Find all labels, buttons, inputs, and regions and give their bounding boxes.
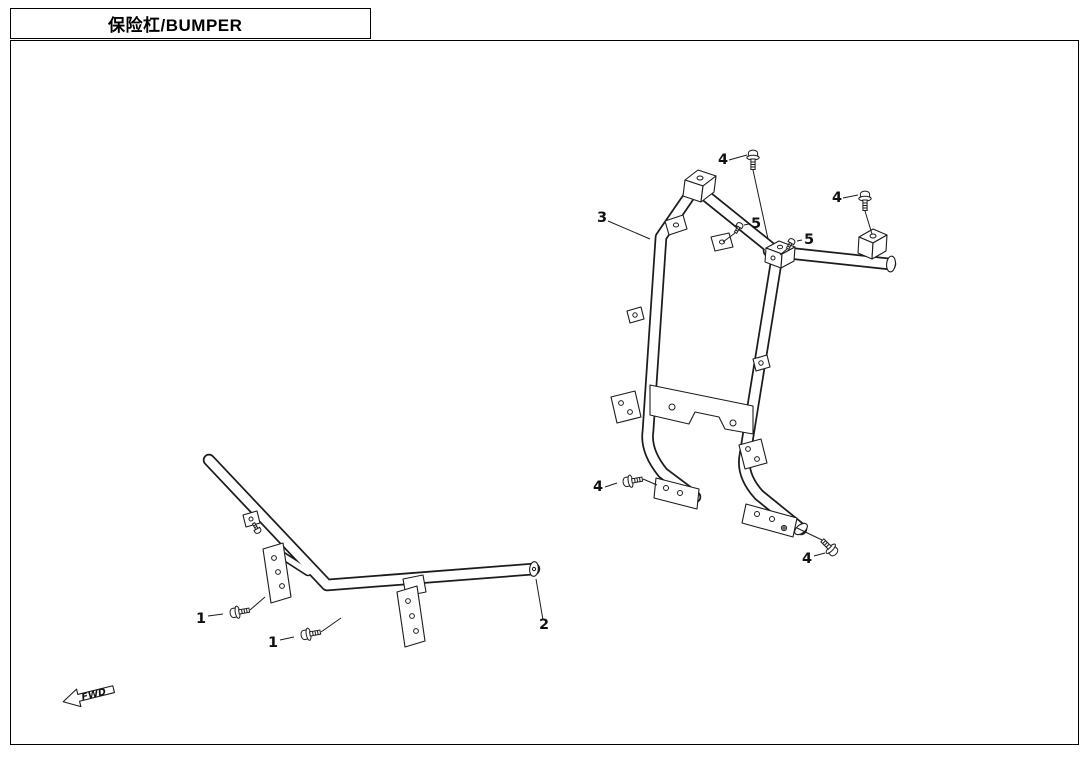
right-mount-plate (396, 574, 427, 648)
top-bracket (682, 169, 717, 203)
left-mount-bracket (610, 390, 642, 424)
fasteners (228, 149, 873, 643)
cross-plate (649, 384, 754, 435)
tube-end-cap (885, 255, 897, 273)
flange-bolt-icon (858, 190, 872, 211)
callout-1-right: 1 (268, 635, 278, 651)
foot-plate (653, 477, 700, 510)
callout-4-left-bottom: 4 (593, 479, 603, 495)
diagram-frame: 4 4 3 5 5 4 4 1 1 2 (10, 40, 1079, 745)
fwd-arrow-icon (62, 685, 116, 708)
page-title: 保险杠/BUMPER (108, 16, 243, 35)
bottom-bracket (741, 503, 798, 538)
corner-bracket (764, 240, 796, 269)
front-bumper-tube (202, 453, 541, 648)
left-mount-plate (262, 542, 292, 604)
tube-bracket (664, 214, 688, 236)
fwd-label: FWD (80, 687, 107, 704)
mount-tab (626, 306, 645, 324)
flange-bolt-icon (621, 472, 644, 490)
callout-5-right: 5 (804, 232, 814, 248)
rail-plate (710, 232, 734, 252)
fwd-arrow: FWD (62, 685, 116, 708)
mount-tab (752, 354, 771, 372)
mount-tab (242, 510, 261, 528)
flange-bolt-icon (746, 149, 760, 170)
right-bracket (857, 228, 888, 260)
callout-1-left: 1 (196, 611, 206, 627)
callouts: 4 4 3 5 5 4 4 1 1 2 (196, 152, 859, 651)
title-box: 保险杠/BUMPER (10, 8, 371, 39)
tube-end-cap (794, 522, 808, 536)
callout-4-top: 4 (718, 152, 728, 168)
callout-4-bottom: 4 (802, 551, 812, 567)
right-mount-bracket (738, 438, 768, 470)
callout-5-left: 5 (751, 216, 761, 232)
bumper-diagram-canvas: 4 4 3 5 5 4 4 1 1 2 (62, 149, 897, 708)
rear-bumper-frame (610, 169, 897, 538)
callout-2: 2 (539, 617, 549, 633)
callout-4-top-right: 4 (832, 190, 842, 206)
flange-bolt-icon (299, 625, 322, 643)
flange-bolt-icon (228, 603, 251, 621)
callout-3: 3 (597, 210, 607, 226)
